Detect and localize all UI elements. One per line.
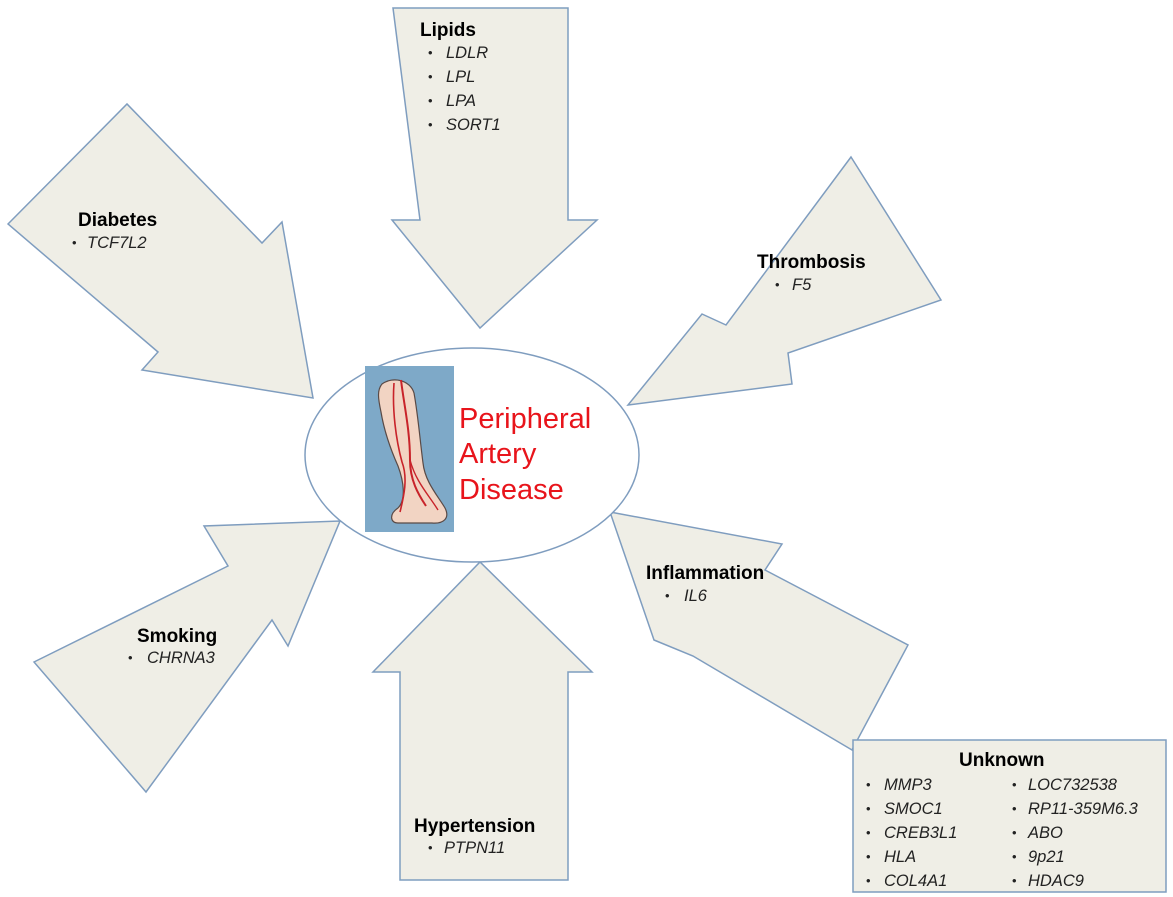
thrombosis-group: Thrombosis • F5 <box>757 252 866 294</box>
hypertension-title: Hypertension <box>414 816 535 837</box>
gene-label: F5 <box>792 276 812 294</box>
bullet: • <box>866 849 871 864</box>
bullet: • <box>1012 777 1017 792</box>
diabetes-title: Diabetes <box>78 210 157 231</box>
bullet: • <box>1012 825 1017 840</box>
bullet: • <box>866 825 871 840</box>
gene-label: RP11-359M6.3 <box>1028 800 1139 818</box>
gene-label: PTPN11 <box>444 839 505 857</box>
bullet: • <box>428 840 433 855</box>
gene-label: SMOC1 <box>884 800 943 818</box>
gene-label: 9p21 <box>1028 848 1065 866</box>
smoking-arrow <box>32 520 342 794</box>
bullet: • <box>866 777 871 792</box>
diabetes-group: Diabetes • TCF7L2 <box>72 210 157 252</box>
gene-label: CREB3L1 <box>884 824 957 842</box>
gene-label: COL4A1 <box>884 872 947 890</box>
gene-label: ABO <box>1027 824 1063 842</box>
gene-label: LDLR <box>446 44 488 62</box>
gene-label: CHRNA3 <box>147 649 216 667</box>
gene-label: HLA <box>884 848 916 866</box>
gene-label: LPA <box>446 92 476 110</box>
gene-label: IL6 <box>684 587 708 605</box>
gene-label: HDAC9 <box>1028 872 1084 890</box>
gene-label: LPL <box>446 68 475 86</box>
gene-label: SORT1 <box>446 116 501 134</box>
lipids-title: Lipids <box>420 20 476 41</box>
lipids-group: Lipids • LDLR • LPL • LPA • SORT1 <box>420 20 501 134</box>
bullet: • <box>428 93 433 108</box>
bullet: • <box>428 117 433 132</box>
inflammation-arrow <box>608 511 910 752</box>
bullet: • <box>866 873 871 888</box>
bullet: • <box>128 650 133 665</box>
unknown-box: Unknown • MMP3 • SMOC1 • CREB3L1 • HLA •… <box>852 739 1167 893</box>
bullet: • <box>428 45 433 60</box>
inflammation-group: Inflammation • IL6 <box>646 563 764 605</box>
smoking-title: Smoking <box>137 626 217 647</box>
center-title: Peripheral Artery Disease <box>459 403 591 506</box>
hypertension-group: Hypertension • PTPN11 <box>414 816 535 857</box>
svg-text:Peripheral: Peripheral <box>459 403 591 435</box>
bullet: • <box>866 801 871 816</box>
inflammation-title: Inflammation <box>646 563 764 584</box>
bullet: • <box>1012 873 1017 888</box>
svg-text:Artery: Artery <box>459 438 537 470</box>
bullet: • <box>1012 849 1017 864</box>
thrombosis-title: Thrombosis <box>757 252 866 273</box>
bullet: • <box>775 277 780 292</box>
gene-label: LOC732538 <box>1028 776 1118 794</box>
bullet: • <box>72 235 77 250</box>
lipids-arrow <box>390 7 599 330</box>
leg-illustration <box>365 366 454 532</box>
bullet: • <box>428 69 433 84</box>
hypertension-arrow <box>371 560 594 881</box>
smoking-group: Smoking • CHRNA3 <box>128 626 217 667</box>
bullet: • <box>1012 801 1017 816</box>
gene-label: TCF7L2 <box>87 234 147 252</box>
bullet: • <box>665 588 670 603</box>
thrombosis-arrow <box>626 155 943 406</box>
gene-label: MMP3 <box>884 776 932 794</box>
unknown-title: Unknown <box>959 750 1045 771</box>
diabetes-arrow <box>6 102 314 399</box>
svg-text:Disease: Disease <box>459 474 564 506</box>
